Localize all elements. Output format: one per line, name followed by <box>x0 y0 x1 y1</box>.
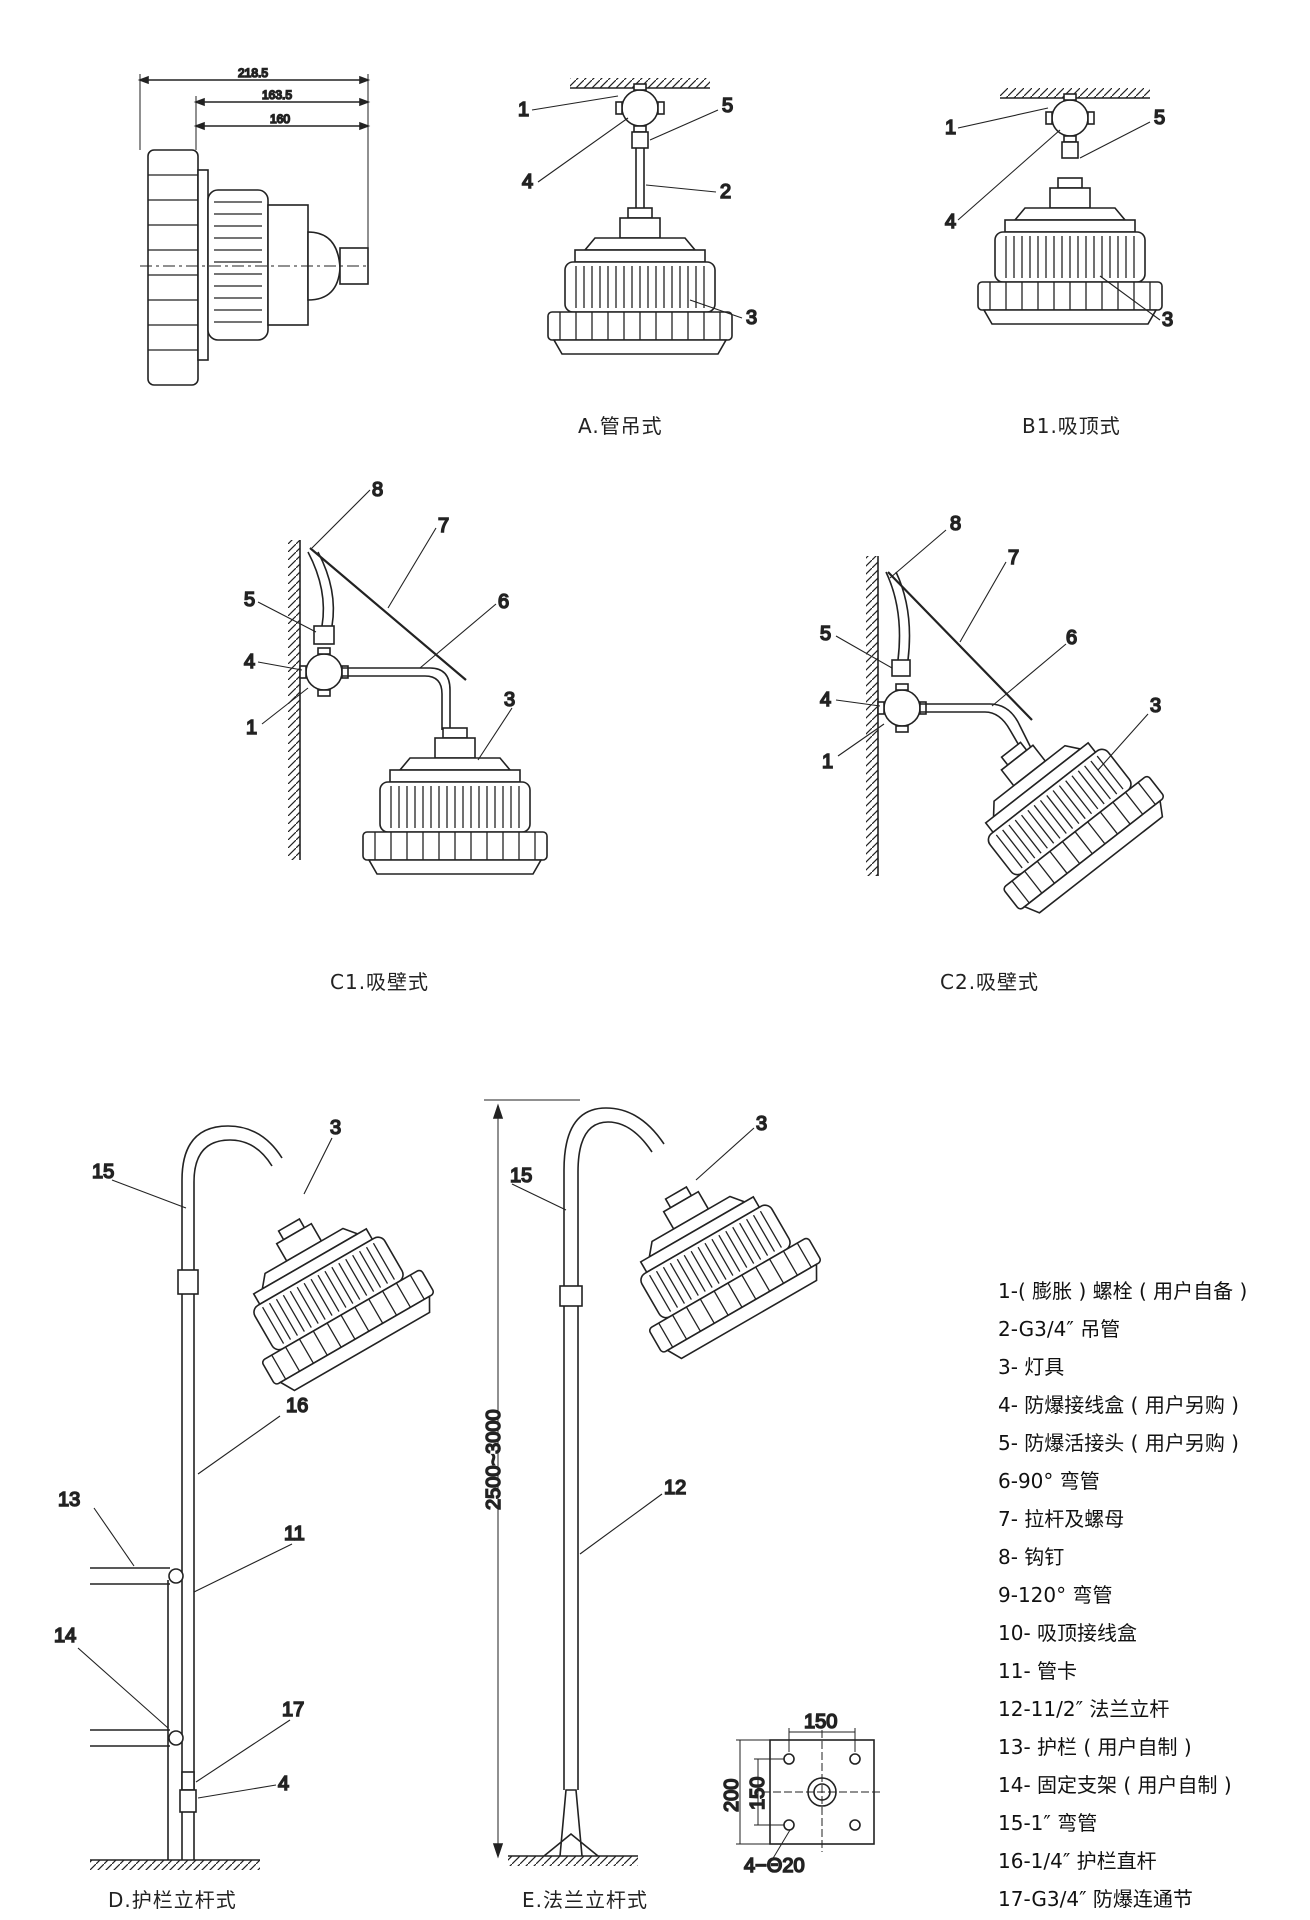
callout-c1-6: 6 <box>498 591 509 613</box>
diagram-d-guardrail-pole: 3 15 16 13 11 14 17 4 <box>53 1116 443 1870</box>
callout-a-2: 2 <box>720 181 731 203</box>
diagram-a-pipe-pendant: 1 4 5 2 3 <box>517 78 758 355</box>
callout-b1-3: 3 <box>1162 309 1173 331</box>
callout-d-17: 17 <box>282 1699 304 1721</box>
legend-item-3: 3- 灯具 <box>998 1355 1065 1379</box>
legend-item-15: 15-1″ 弯管 <box>998 1811 1098 1835</box>
legend-item-17: 17-G3/4″ 防爆连通节 <box>998 1887 1193 1911</box>
callout-b1-4: 4 <box>945 211 956 233</box>
callout-a-5: 5 <box>722 95 733 117</box>
legend-item-2: 2-G3/4″ 吊管 <box>998 1317 1121 1341</box>
dim-flange-150: 150 <box>804 1711 837 1733</box>
callout-c2-7: 7 <box>1008 547 1019 569</box>
callout-d-15: 15 <box>92 1161 114 1183</box>
side-view: 218.5 163.5 160 <box>137 65 371 386</box>
caption-d: D.护栏立杆式 <box>108 1888 237 1912</box>
legend-item-9: 9-120° 弯管 <box>998 1583 1113 1607</box>
callout-e-12: 12 <box>664 1477 686 1499</box>
callout-a-4: 4 <box>522 171 533 193</box>
caption-c2: C2.吸壁式 <box>940 970 1040 994</box>
dim-163-5: 163.5 <box>262 88 292 102</box>
legend-item-1: 1-( 膨胀 ) 螺栓 ( 用户自备 ) <box>998 1279 1248 1303</box>
diagram-b1-ceiling: 1 4 5 3 <box>944 88 1174 332</box>
callout-e-3: 3 <box>756 1113 767 1135</box>
dim-height: 2500~3000 <box>483 1409 505 1510</box>
legend-item-4: 4- 防爆接线盒 ( 用户另购 ) <box>998 1393 1239 1417</box>
legend-item-12: 12-11/2″ 法兰立杆 <box>998 1697 1170 1721</box>
legend-item-7: 7- 拉杆及螺母 <box>998 1507 1125 1531</box>
dim-holes: 4−Θ20 <box>744 1855 805 1877</box>
callout-d-3: 3 <box>330 1117 341 1139</box>
callout-b1-1: 1 <box>945 117 956 139</box>
callout-c1-3: 3 <box>504 689 515 711</box>
legend-item-10: 10- 吸顶接线盒 <box>998 1621 1138 1645</box>
callout-b1-5: 5 <box>1154 107 1165 129</box>
callout-e-15: 15 <box>510 1165 532 1187</box>
legend-item-8: 8- 钩钉 <box>998 1545 1065 1569</box>
caption-c1: C1.吸壁式 <box>330 970 430 994</box>
dim-218-5: 218.5 <box>238 66 268 80</box>
callout-c2-5: 5 <box>820 623 831 645</box>
callout-d-14: 14 <box>54 1625 76 1647</box>
legend-item-16: 16-1/4″ 护栏直杆 <box>998 1849 1157 1873</box>
caption-b1: B1.吸顶式 <box>1022 414 1121 438</box>
callout-a-1: 1 <box>518 99 529 121</box>
callout-c2-6: 6 <box>1066 627 1077 649</box>
callout-c1-7: 7 <box>438 515 449 537</box>
callout-c2-4: 4 <box>820 689 831 711</box>
callout-a-3: 3 <box>746 307 757 329</box>
legend-item-14: 14- 固定支架 ( 用户自制 ) <box>998 1773 1232 1797</box>
diagram-c2-wall: 8 7 6 5 4 1 3 <box>819 512 1175 923</box>
callout-d-16: 16 <box>286 1395 308 1417</box>
callout-c1-5: 5 <box>244 589 255 611</box>
dim-flange-200: 200 <box>721 1779 743 1812</box>
caption-a: A.管吊式 <box>578 414 663 438</box>
callout-c1-4: 4 <box>244 651 255 673</box>
legend-item-6: 6-90° 弯管 <box>998 1469 1100 1493</box>
diagram-e-flange-pole: 2500~3000 3 15 12 <box>482 1099 830 1866</box>
callout-c2-3: 3 <box>1150 695 1161 717</box>
diagram-c1-wall: 8 7 6 5 4 1 3 <box>243 478 548 875</box>
dim-flange-inner-150: 150 <box>747 1777 769 1810</box>
callout-c2-8: 8 <box>950 513 961 535</box>
legend-item-13: 13- 护栏 ( 用户自制 ) <box>998 1735 1192 1759</box>
callout-c1-8: 8 <box>372 479 383 501</box>
flange-plate-detail: 150 200 150 4−Θ20 <box>720 1710 882 1878</box>
callout-d-11: 11 <box>284 1523 305 1545</box>
callout-d-13: 13 <box>58 1489 80 1511</box>
caption-e: E.法兰立杆式 <box>522 1888 648 1912</box>
callout-d-4: 4 <box>278 1773 289 1795</box>
legend-item-5: 5- 防爆活接头 ( 用户另购 ) <box>998 1431 1239 1455</box>
parts-legend: 1-( 膨胀 ) 螺栓 ( 用户自备 ) 2-G3/4″ 吊管 3- 灯具 4-… <box>998 1272 1247 1918</box>
callout-c2-1: 1 <box>822 751 833 773</box>
dim-160: 160 <box>270 112 290 126</box>
legend-item-11: 11- 管卡 <box>998 1659 1078 1683</box>
callout-c1-1: 1 <box>246 717 257 739</box>
